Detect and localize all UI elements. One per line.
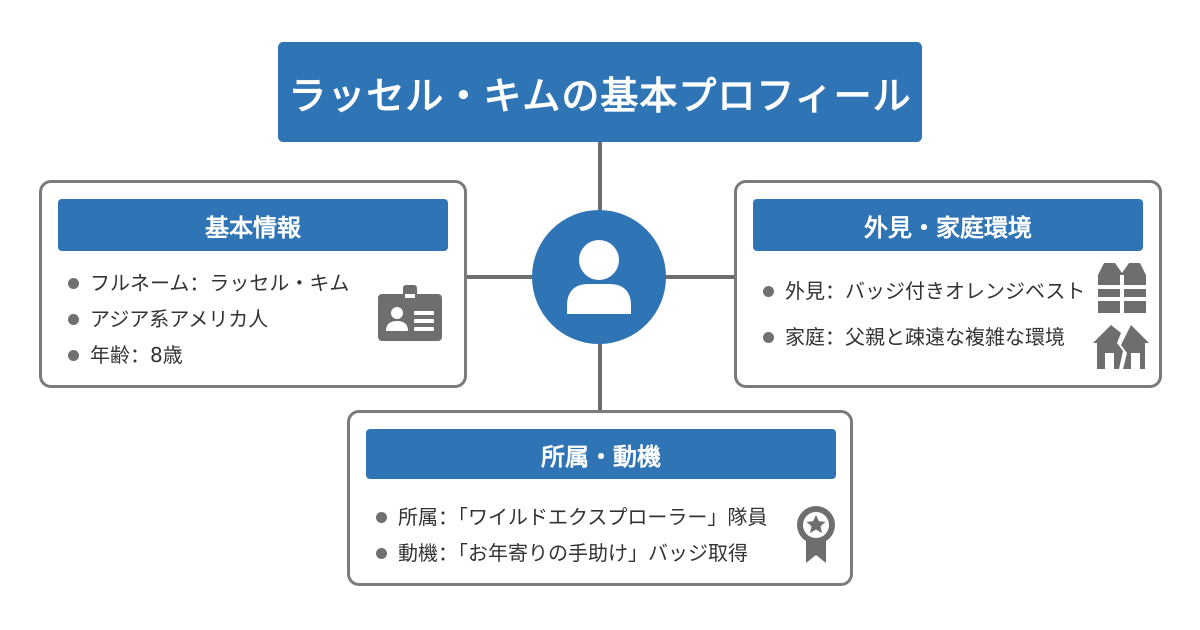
list-item: 所属：「ワイルドエクスプローラー」隊員 [376,499,767,535]
list-item: 年齢：8歳 [68,337,349,373]
basic-info-card: 基本情報 フルネーム：ラッセル・キム アジア系アメリカ人 年齢：8歳 [39,180,467,388]
broken-home-icon [1093,325,1149,369]
basic-info-list: フルネーム：ラッセル・キム アジア系アメリカ人 年齢：8歳 [68,265,349,373]
list-item: アジア系アメリカ人 [68,301,349,337]
basic-info-header-text: 基本情報 [205,213,301,242]
list-item: 外見：バッジ付きオレンジベスト [763,273,1085,319]
person-icon [567,240,631,314]
affiliation-header-text: 所属・動機 [541,442,661,471]
page-title: ラッセル・キムの基本プロフィール [278,42,922,142]
basic-info-header: 基本情報 [58,199,448,251]
list-item: フルネーム：ラッセル・キム [68,265,349,301]
appearance-header-text: 外見・家庭環境 [864,213,1032,242]
affiliation-header: 所属・動機 [366,429,836,479]
vest-icon [1098,263,1146,313]
list-item: 動機：「お年寄りの手助け」バッジ取得 [376,535,767,571]
affiliation-card: 所属・動機 所属：「ワイルドエクスプローラー」隊員 動機：「お年寄りの手助け」バ… [347,410,853,586]
affiliation-list: 所属：「ワイルドエクスプローラー」隊員 動機：「お年寄りの手助け」バッジ取得 [376,499,767,571]
list-item: 家庭：父親と疎遠な複雑な環境 [763,319,1085,355]
appearance-list: 外見：バッジ付きオレンジベスト 家庭：父親と疎遠な複雑な環境 [763,273,1085,355]
appearance-header: 外見・家庭環境 [753,199,1143,251]
center-avatar [532,210,666,344]
page-title-text: ラッセル・キムの基本プロフィール [288,73,912,118]
badge-icon [797,506,835,563]
appearance-card: 外見・家庭環境 外見：バッジ付きオレンジベスト 家庭：父親と疎遠な複雑な環境 [734,180,1162,388]
id-card-icon [378,285,442,341]
